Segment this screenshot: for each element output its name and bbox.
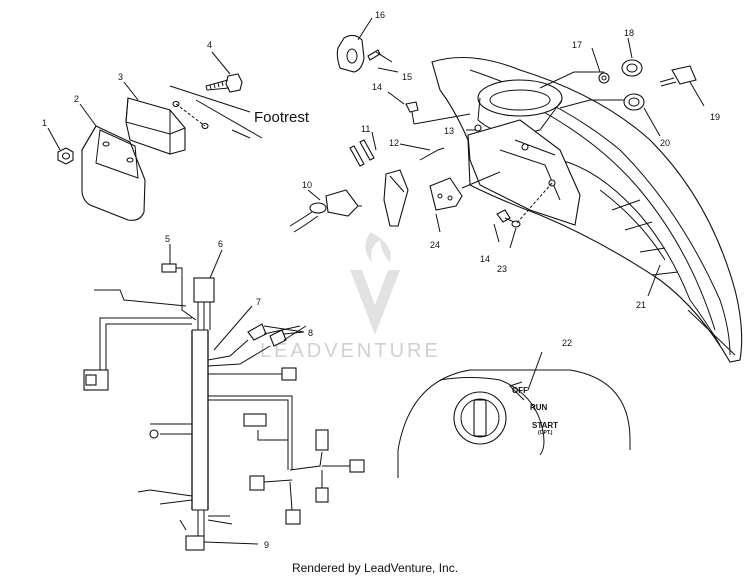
dash-panel-part <box>467 119 581 226</box>
callout-14-top: 14 <box>372 82 382 92</box>
callout-9: 9 <box>264 540 269 550</box>
connector-part <box>193 277 215 303</box>
harness-trunk <box>191 330 209 510</box>
connector-part <box>315 487 329 503</box>
callout-numbers: 1 2 3 4 5 6 7 8 9 10 11 12 13 14 14 15 1… <box>42 10 720 550</box>
leader-line <box>175 103 206 127</box>
callout-19: 19 <box>710 112 720 122</box>
watermark: LEADVENTURE <box>260 232 441 362</box>
clip-part <box>399 143 445 161</box>
callout-21: 21 <box>636 300 646 310</box>
callout-7: 7 <box>256 297 261 307</box>
render-credit: Rendered by LeadVenture, Inc. <box>291 561 459 575</box>
leader-line <box>539 71 604 89</box>
connector-part <box>269 329 287 347</box>
callout-23: 23 <box>497 264 507 274</box>
leader-line <box>509 227 517 249</box>
ignition-switch-detail: OFF RUN START (OPT.) <box>397 351 631 478</box>
callout-10: 10 <box>302 180 312 190</box>
callout-4: 4 <box>207 40 212 50</box>
ring-terminal-part <box>149 429 159 439</box>
grommet-part <box>621 37 643 77</box>
screw-hole <box>474 124 482 132</box>
leader-line <box>211 51 231 75</box>
callout-14-bottom: 14 <box>480 254 490 264</box>
callout-3: 3 <box>118 72 123 82</box>
screw-part <box>367 49 399 73</box>
footrest-rail-line <box>231 129 251 139</box>
bolt-part <box>205 73 243 93</box>
callout-17: 17 <box>572 40 582 50</box>
screw-part <box>387 91 471 125</box>
footrest-assembly: Footrest <box>47 51 310 221</box>
callout-11: 11 <box>361 124 370 134</box>
toggle-switch-part <box>289 189 362 233</box>
switch-pos-start-sub: (OPT.) <box>538 430 553 436</box>
leader-line <box>47 127 61 151</box>
connector-part <box>185 535 205 551</box>
washer-part <box>511 220 521 228</box>
connector-part <box>161 263 177 273</box>
leader-line <box>647 264 661 297</box>
callout-2: 2 <box>74 94 79 104</box>
bracket-part <box>336 17 373 73</box>
pin-part <box>349 131 377 167</box>
footrest-rail-line <box>169 85 251 113</box>
callout-15: 15 <box>402 72 412 82</box>
callout-16: 16 <box>375 10 385 20</box>
connector-part <box>249 475 265 491</box>
switch-pos-run: RUN <box>530 403 548 412</box>
wiring-harness-assembly <box>83 244 365 551</box>
ignition-key-part <box>659 65 705 107</box>
callout-5: 5 <box>165 234 170 244</box>
connector-part <box>281 367 297 381</box>
connector-part <box>247 323 267 341</box>
callout-12: 12 <box>389 138 399 148</box>
callout-13: 13 <box>444 126 454 136</box>
callout-22: 22 <box>562 338 572 348</box>
mounting-block-part <box>125 97 186 155</box>
callout-6: 6 <box>218 239 223 249</box>
switch-pos-off: OFF <box>512 386 528 395</box>
nut-ring-part <box>623 93 661 137</box>
connector-part <box>285 509 301 525</box>
watermark-flame-icon <box>365 232 391 262</box>
headlight-pod-assembly <box>431 56 743 363</box>
watermark-logo-icon <box>350 270 400 335</box>
switch-housing-part <box>383 169 409 227</box>
leader-line <box>559 99 624 109</box>
leader-line <box>123 81 139 101</box>
ignition-switch-part <box>429 171 501 233</box>
callout-24: 24 <box>430 240 440 250</box>
key-slot-icon <box>473 399 487 437</box>
footrest-rail-line <box>195 99 263 139</box>
connector-part <box>315 429 329 451</box>
leader-line <box>79 103 97 127</box>
callout-8: 8 <box>308 328 313 338</box>
connector-part <box>243 413 267 427</box>
callout-18: 18 <box>624 28 634 38</box>
lock-washer-part <box>591 47 610 84</box>
footrest-plate-part <box>81 125 146 221</box>
callout-1: 1 <box>42 118 47 128</box>
switch-pos-start: START <box>532 421 558 430</box>
screw-hole <box>521 143 529 151</box>
leader-line <box>515 182 553 225</box>
dash-outline <box>397 369 631 451</box>
footrest-label: Footrest <box>254 109 310 126</box>
watermark-text: LEADVENTURE <box>260 340 441 362</box>
nut-part <box>57 147 74 165</box>
screw-part <box>493 209 515 243</box>
connector-part <box>349 459 365 473</box>
callout-20: 20 <box>660 138 670 148</box>
